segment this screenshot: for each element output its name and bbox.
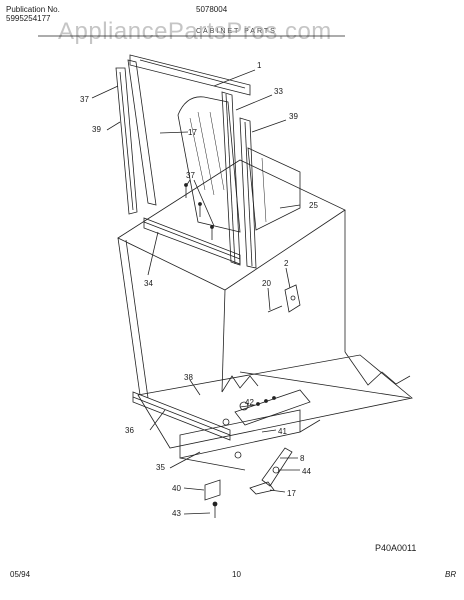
callout-2: 2 [284, 259, 289, 268]
control-panel [234, 389, 311, 426]
left-frame-rail [127, 59, 157, 206]
lower-bracket [204, 479, 221, 501]
cabinet-left-edge [117, 237, 141, 396]
callout-labels: 1 33 39 37 39 17 37 25 34 2 20 38 42 41 36 8 44 35 40 17 43 [80, 61, 318, 518]
section-title: CABINET PARTS [196, 28, 277, 35]
right-frame-rail [221, 91, 241, 266]
leg-foot [249, 481, 275, 495]
callout-43: 43 [172, 509, 181, 518]
drawing-lines [38, 35, 413, 518]
callout-33: 33 [274, 87, 283, 96]
callout-37: 37 [186, 171, 195, 180]
bottom-frame-rail [143, 217, 241, 265]
callout-8: 8 [300, 454, 305, 463]
side-panel [247, 147, 301, 231]
callout-20: 20 [262, 279, 271, 288]
callout-34: 34 [144, 279, 153, 288]
drawing-code: P40A0011 [375, 543, 417, 553]
callout-41: 41 [278, 427, 287, 436]
leveling-leg [261, 447, 293, 487]
top-frame-rail [129, 54, 251, 96]
left-gasket-strip [115, 67, 138, 215]
panel-screw-left [222, 418, 230, 426]
callout-17: 17 [188, 128, 197, 137]
callout-44: 44 [302, 467, 311, 476]
callout-39: 39 [289, 112, 298, 121]
callout-1: 1 [257, 61, 262, 70]
callout-38: 38 [184, 373, 193, 382]
model-number: 5078004 [196, 5, 228, 14]
watermark: AppliancePartsPros.com [58, 18, 332, 45]
publication-label: Publication No. [6, 5, 60, 14]
publication-number: 5995254177 [6, 14, 51, 23]
callout-39: 39 [92, 125, 101, 134]
screw-20 [267, 305, 283, 313]
front-rail [132, 391, 231, 441]
footer-page: 10 [232, 570, 241, 579]
right-gasket-strip [239, 117, 257, 269]
callout-17: 17 [287, 489, 296, 498]
callout-35: 35 [156, 463, 165, 472]
base-plate [137, 354, 413, 449]
callout-40: 40 [172, 484, 181, 493]
callout-42: 42 [245, 398, 254, 407]
bracket [284, 284, 301, 313]
panel-screw-bottom [234, 451, 242, 459]
footer-mark: BR [445, 570, 457, 579]
callout-25: 25 [309, 201, 318, 210]
footer-date: 05/94 [10, 570, 31, 579]
glass-panel [177, 96, 241, 233]
callout-36: 36 [125, 426, 134, 435]
callout-37: 37 [80, 95, 89, 104]
